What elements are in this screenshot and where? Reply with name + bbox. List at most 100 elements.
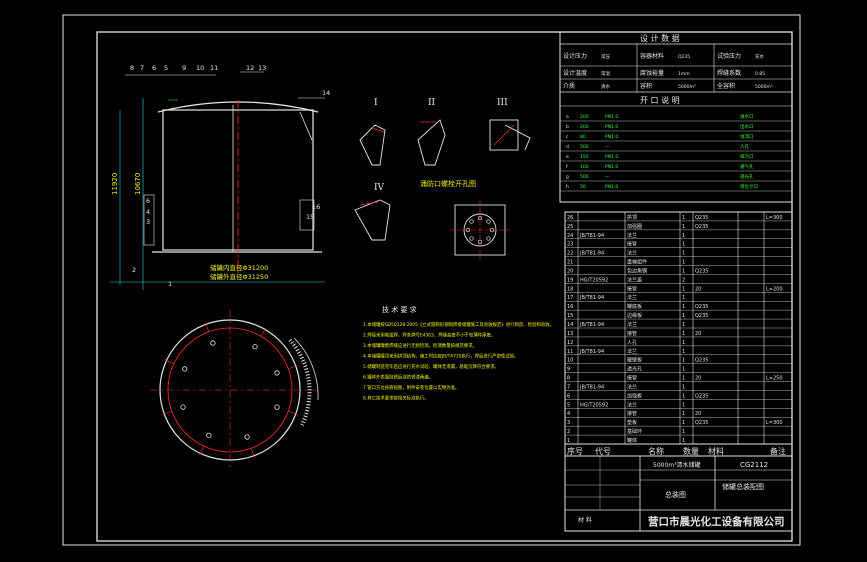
plan-tick <box>288 410 298 415</box>
bolt-hole <box>477 215 483 221</box>
title-block-frame <box>564 455 793 532</box>
front-callout-11: 11 <box>210 64 218 72</box>
parts-cell: 1 <box>682 286 685 292</box>
title-block: 序号 代号 名称 数量 材料 备注 5000m³清水储罐 CG2112 总装图 … <box>564 443 793 532</box>
tech-title: 技 术 要 求 <box>382 305 417 314</box>
tech-line: 4.本储罐罐顶采用拱顶结构，施工时应按JB/T4735执行，焊后进行严密性试验。 <box>363 353 519 360</box>
nozzle-cell: PN1.0 <box>605 124 618 130</box>
section-I-label: I <box>374 98 378 108</box>
parts-cell: 14 <box>567 322 573 328</box>
section-III-box <box>489 119 519 151</box>
outer-frame <box>62 14 801 546</box>
plan-view <box>150 310 320 470</box>
design-cell: Q235 <box>678 54 690 60</box>
bolt-hole <box>465 227 471 233</box>
tech-line: 3.本储罐罐壁焊缝应进行无损检测，检测数量按规范要求。 <box>363 342 477 349</box>
parts-cell: 法兰 <box>627 348 637 355</box>
parts-cell: 18 <box>567 286 573 292</box>
front-callout-7: 7 <box>140 64 144 72</box>
plan-tick <box>205 322 210 332</box>
side-callout-1: 1 <box>168 280 172 288</box>
parts-cell: Q235 <box>695 420 708 426</box>
nozzle-cell: c <box>566 135 569 140</box>
section-IV-label: IV <box>374 183 385 193</box>
inner-diameter-text: 储罐内直径Φ31200 <box>210 263 268 272</box>
tech-line: 6.罐体外表面除锈后涂防锈漆两遍。 <box>363 374 433 381</box>
parts-cell: JB/T81-94 <box>579 322 604 328</box>
parts-cell: 1 <box>682 295 685 301</box>
section-IV-shape <box>354 199 391 241</box>
nozzle-cell: PN1.0 <box>605 154 618 160</box>
parts-cell: 加强圈 <box>627 223 642 230</box>
front-callout-13: 13 <box>258 64 266 72</box>
design-cell: 1mm <box>678 71 690 77</box>
parts-cell: 6 <box>567 393 570 399</box>
parts-cell: 1 <box>682 376 685 382</box>
parts-cell: HG/T20592 <box>580 402 608 408</box>
nozzle-title: 开 口 说 明 <box>640 95 680 105</box>
side-callout-2: 2 <box>132 266 136 274</box>
parts-cell: 20 <box>567 268 573 274</box>
stair-arc <box>288 338 312 426</box>
hdr-note: 备注 <box>770 446 786 456</box>
parts-cell: 22 <box>567 251 573 257</box>
design-cell: 5000m³ <box>678 84 696 90</box>
parts-cell: 1 <box>682 322 685 328</box>
design-cell: 5000m³ <box>755 84 773 90</box>
design-cell: 试验压力 <box>717 52 741 60</box>
nozzle-cell: 50 <box>580 184 586 190</box>
nozzle-cell: 通气孔 <box>740 163 754 170</box>
parts-cell: Q235 <box>695 224 708 230</box>
plan-tick <box>260 327 267 337</box>
tech-lines: 1.本储罐按GB50128-2005《立式圆筒形钢制焊接储罐施工及验收规范》进行… <box>363 321 554 402</box>
nozzle-cell: 溢流口 <box>740 133 754 140</box>
plan-tick <box>199 446 205 456</box>
parts-cell: 人孔 <box>627 339 637 346</box>
flange-plate-title: 涌防口螺栓开孔图 <box>420 179 476 188</box>
side-callout-box <box>143 194 155 246</box>
parts-cell: L=300 <box>766 420 783 426</box>
design-cell: 介质 <box>563 82 575 90</box>
parts-cell: 透光孔 <box>627 366 642 373</box>
plan-tick <box>250 448 255 458</box>
nozzle-cell: 液位计口 <box>740 183 758 190</box>
hdr-code: 代号 <box>595 446 611 456</box>
parts-cell: 盘梯组件 <box>627 259 647 266</box>
parts-cell: 1 <box>682 340 685 346</box>
drawing-name: 5000m³清水储罐 <box>653 461 701 469</box>
tech-line: 7.管口方位按俯视图，附件安装位置以实物为准。 <box>363 384 459 391</box>
parts-cell: 20 <box>695 331 701 337</box>
parts-cell: 1 <box>682 304 685 310</box>
parts-cell: 20 <box>695 411 701 417</box>
plan-nozzle-mark <box>274 370 280 376</box>
nozzle-cell: 500 <box>580 174 589 180</box>
parts-cell: 23 <box>567 242 573 248</box>
side-callout-3: 3 <box>146 218 150 226</box>
front-callout-14: 14 <box>322 89 330 97</box>
view-label: 总装图 <box>665 490 686 499</box>
parts-cell: JB/T81-94 <box>579 295 604 301</box>
nozzle-cell: 透光孔 <box>740 173 754 180</box>
design-title: 设 计 数 据 <box>640 33 680 43</box>
design-cell: 常温 <box>601 70 610 77</box>
tech-requirements: 技 术 要 求 <box>382 305 417 314</box>
parts-cell: 1 <box>682 251 685 257</box>
parts-cell: 7 <box>567 384 570 390</box>
bolt-hole <box>477 239 483 245</box>
parts-cell: JB/T81-94 <box>579 384 604 390</box>
parts-cell: 法兰 <box>627 383 637 390</box>
parts-cell: 1 <box>682 242 685 248</box>
parts-cell: 8 <box>567 376 570 382</box>
parts-cell: 17 <box>567 295 573 301</box>
detail-section-III: III <box>489 98 531 151</box>
nozzle-cell: 200 <box>580 124 589 130</box>
bolt-hole <box>486 236 491 241</box>
parts-cell: L=250 <box>766 376 783 382</box>
section-II-label: II <box>428 98 436 108</box>
bolt-hole <box>469 236 474 241</box>
design-cell: 全容积 <box>717 82 735 90</box>
